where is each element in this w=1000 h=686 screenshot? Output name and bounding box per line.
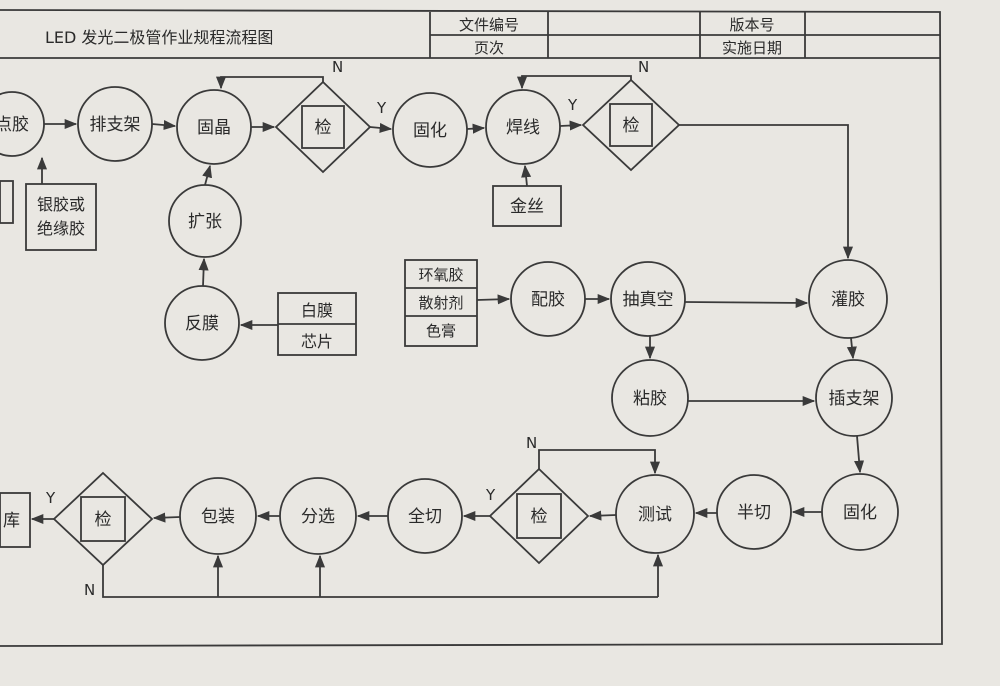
node-dianjiao-label: 点胶 bbox=[0, 115, 29, 135]
date-label: 实施日期 bbox=[722, 39, 782, 57]
label-jian4-no: N bbox=[84, 581, 95, 599]
node-zhanjiao bbox=[611, 359, 689, 437]
decision-jian-1-label: 检 bbox=[315, 118, 332, 138]
node-chazhijia bbox=[815, 359, 893, 437]
label-jian1-yes: Y bbox=[376, 99, 387, 117]
node-ceshi bbox=[615, 474, 695, 554]
edge-kuozhang-gujing bbox=[202, 164, 212, 186]
decision-jian-2-label: 检 bbox=[623, 116, 640, 136]
node-ceshi-label: 测试 bbox=[638, 505, 672, 525]
node-zhanjiao-label: 粘胶 bbox=[633, 389, 667, 409]
node-kuozhang-label: 扩张 bbox=[188, 212, 222, 232]
label-jian1-no: N bbox=[332, 58, 343, 76]
node-banqie bbox=[716, 474, 792, 550]
node-chazhijia-label: 插支架 bbox=[829, 389, 880, 409]
edge-guhua1-hanxian bbox=[466, 123, 486, 134]
node-peijiao-label: 配胶 bbox=[531, 290, 565, 310]
node-guanjiao bbox=[808, 259, 888, 339]
material-jinsi-label: 金丝 bbox=[510, 197, 544, 217]
edge-jian2-guanjiao bbox=[679, 124, 854, 260]
version-label: 版本号 bbox=[729, 16, 774, 34]
edge-chazhijia-guhua2 bbox=[854, 435, 865, 474]
material-sanshe-label: 散射剂 bbox=[418, 294, 463, 312]
node-gujing-label: 固晶 bbox=[197, 118, 231, 138]
label-jian2-yes: Y bbox=[567, 96, 578, 114]
node-chouzhenkong-label: 抽真空 bbox=[623, 290, 674, 310]
edge-jian2-no-loop bbox=[516, 75, 632, 90]
node-banqie-label: 半切 bbox=[737, 503, 771, 523]
edge-chouzhenkong-guanjiao bbox=[684, 297, 809, 308]
node-guhua-1 bbox=[392, 92, 468, 168]
material-xinpian-label: 芯片 bbox=[301, 332, 333, 351]
doc-no-label: 文件编号 bbox=[459, 16, 519, 34]
decision-jian-1 bbox=[274, 80, 372, 174]
label-jian3-yes: Y bbox=[485, 486, 496, 504]
node-paizhijia-label: 排支架 bbox=[90, 115, 141, 135]
decision-jian-1-box bbox=[301, 105, 345, 149]
label-jian2-no: N bbox=[638, 58, 649, 76]
decision-jian-3 bbox=[488, 467, 590, 565]
node-fanmo bbox=[164, 285, 240, 361]
node-hanxian bbox=[485, 89, 561, 165]
edge-glue-peijiao bbox=[476, 294, 511, 305]
node-fenxuan-label: 分选 bbox=[301, 507, 335, 527]
decision-jian-2-box bbox=[609, 103, 653, 147]
edge-hanxian-jian2 bbox=[559, 120, 583, 131]
material-yinjiao-line-1: 银胶或 bbox=[37, 195, 85, 214]
edge-paizhijia-gujing bbox=[151, 119, 177, 131]
decision-jian-3-box bbox=[516, 493, 562, 539]
edge-fanmo-kuozhang bbox=[198, 257, 209, 287]
node-baozhuang-label: 包装 bbox=[201, 507, 235, 527]
material-partial-box bbox=[0, 180, 14, 224]
edge-ceshi-jian3 bbox=[588, 510, 617, 521]
node-guanjiao-label: 灌胶 bbox=[831, 290, 865, 310]
decision-jian-3-label: 检 bbox=[531, 507, 548, 527]
decision-jian-4-box bbox=[80, 496, 126, 542]
material-yinjiao-line-2: 绝缘胶 bbox=[37, 219, 85, 238]
material-baimo-label: 白膜 bbox=[301, 301, 333, 320]
node-guhua-2-label: 固化 bbox=[843, 503, 877, 523]
label-jian3-no: N bbox=[526, 434, 537, 452]
material-segao-label: 色膏 bbox=[426, 322, 456, 340]
edge-jian3-no-loop bbox=[538, 449, 661, 475]
edge-jian1-no-loop bbox=[215, 76, 324, 90]
node-fanmo-label: 反膜 bbox=[185, 314, 219, 334]
node-baozhuang bbox=[179, 477, 257, 555]
decision-jian-4-label: 检 bbox=[95, 510, 112, 530]
material-glue-mix bbox=[404, 259, 478, 347]
page-title: LED 发光二极管作业规程流程图 bbox=[45, 28, 273, 47]
page-frame bbox=[0, 9, 943, 647]
node-ruku bbox=[0, 492, 31, 548]
edge-guanjiao-chazhijia bbox=[846, 337, 857, 360]
edge-baozhuang-jian4 bbox=[152, 512, 181, 523]
edge-jian4-no-return bbox=[102, 565, 658, 598]
label-jian4-yes: Y bbox=[45, 489, 56, 507]
decision-jian-2 bbox=[581, 78, 681, 172]
node-guhua-1-label: 固化 bbox=[413, 121, 447, 141]
material-yinjiao bbox=[25, 183, 97, 251]
edge-jian1-guhua1 bbox=[369, 122, 393, 133]
node-chouzhenkong bbox=[610, 261, 686, 337]
material-huanyang-label: 环氧胶 bbox=[418, 266, 463, 284]
node-hanxian-label: 焊线 bbox=[506, 118, 540, 138]
node-ruku-label: 库 bbox=[3, 511, 20, 531]
page-label: 页次 bbox=[474, 39, 504, 57]
edge-jinsi-hanxian bbox=[521, 164, 532, 187]
node-quanqie-label: 全切 bbox=[408, 507, 442, 527]
